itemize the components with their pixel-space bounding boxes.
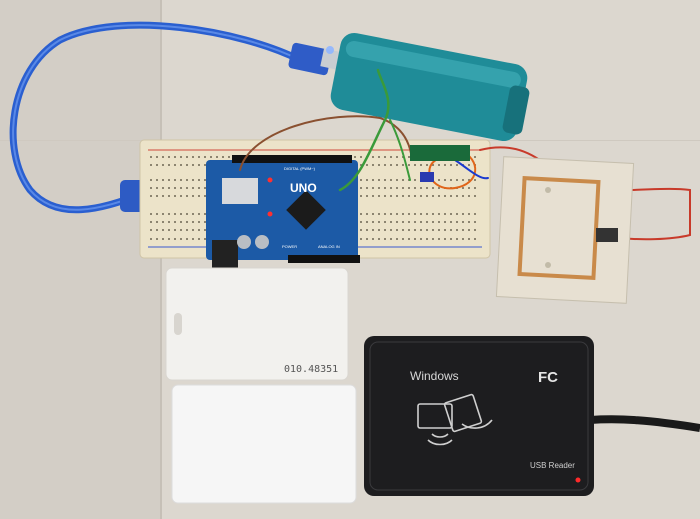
usb-cable — [9, 21, 304, 214]
rfid-card-serial: 010.48351 — [284, 364, 338, 375]
blank-card — [171, 384, 357, 504]
arduino-uno-board: UNO DIGITAL (PWM~) POWER ANALOG IN — [206, 155, 360, 268]
rfid-card: 010.48351 — [165, 267, 349, 381]
usb-plug-top — [288, 42, 340, 76]
usb-rfid-reader: Windows FC USB Reader — [364, 336, 594, 496]
arduino-power-label: POWER — [282, 244, 297, 249]
rfid-module — [410, 145, 470, 182]
arduino-model-label: UNO — [290, 181, 317, 195]
breadboard-holes — [150, 156, 480, 240]
reader-product-label: USB Reader — [530, 461, 575, 470]
card-tap-icon — [417, 393, 493, 446]
arduino-analog-label: ANALOG IN — [318, 244, 340, 249]
reader-cable — [589, 415, 700, 432]
reader-status-led — [575, 477, 581, 483]
antenna-board — [495, 156, 635, 304]
arduino-digital-label: DIGITAL (PWM~) — [284, 166, 316, 171]
reader-brand-label: Windows — [410, 369, 459, 383]
reader-cert-mark: FC — [538, 369, 558, 386]
power-bank — [330, 33, 530, 141]
